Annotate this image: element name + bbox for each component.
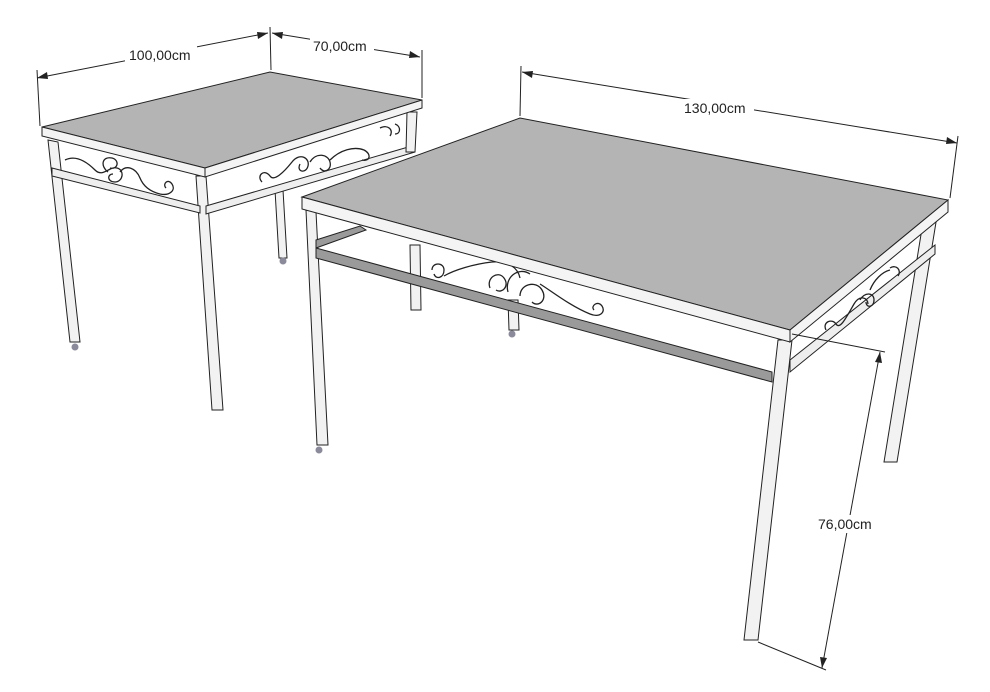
small-back-foot: [279, 257, 287, 265]
large-left-foot: [315, 446, 323, 454]
dim-label-small-width: 70,00cm: [313, 38, 367, 54]
small-left-leg: [47, 139, 81, 343]
small-front-rail: [51, 167, 201, 214]
dim-label-large-length: 130,00cm: [684, 100, 745, 116]
small-table: [41, 71, 423, 411]
small-top-side-edge: [204, 99, 423, 178]
dim-label-height: 76,00cm: [818, 516, 872, 532]
small-back-leg: [274, 189, 288, 259]
large-front-rail: [315, 247, 773, 383]
large-scroll-decoration-side: [824, 266, 900, 331]
small-scroll-decoration-front: [64, 157, 174, 196]
large-front-leg: [743, 339, 793, 641]
large-back-foot: [508, 330, 516, 338]
small-right-leg: [405, 111, 418, 153]
large-left-rail: [315, 225, 368, 249]
large-scroll-decoration-front: [431, 261, 604, 316]
small-scroll-decoration-side: [259, 123, 401, 183]
dim-label-small-length: 100,00cm: [129, 47, 190, 63]
large-top-side-edge: [789, 198, 949, 344]
large-table: [300, 117, 950, 641]
small-left-foot: [71, 343, 79, 351]
dimension-height: [757, 333, 886, 671]
